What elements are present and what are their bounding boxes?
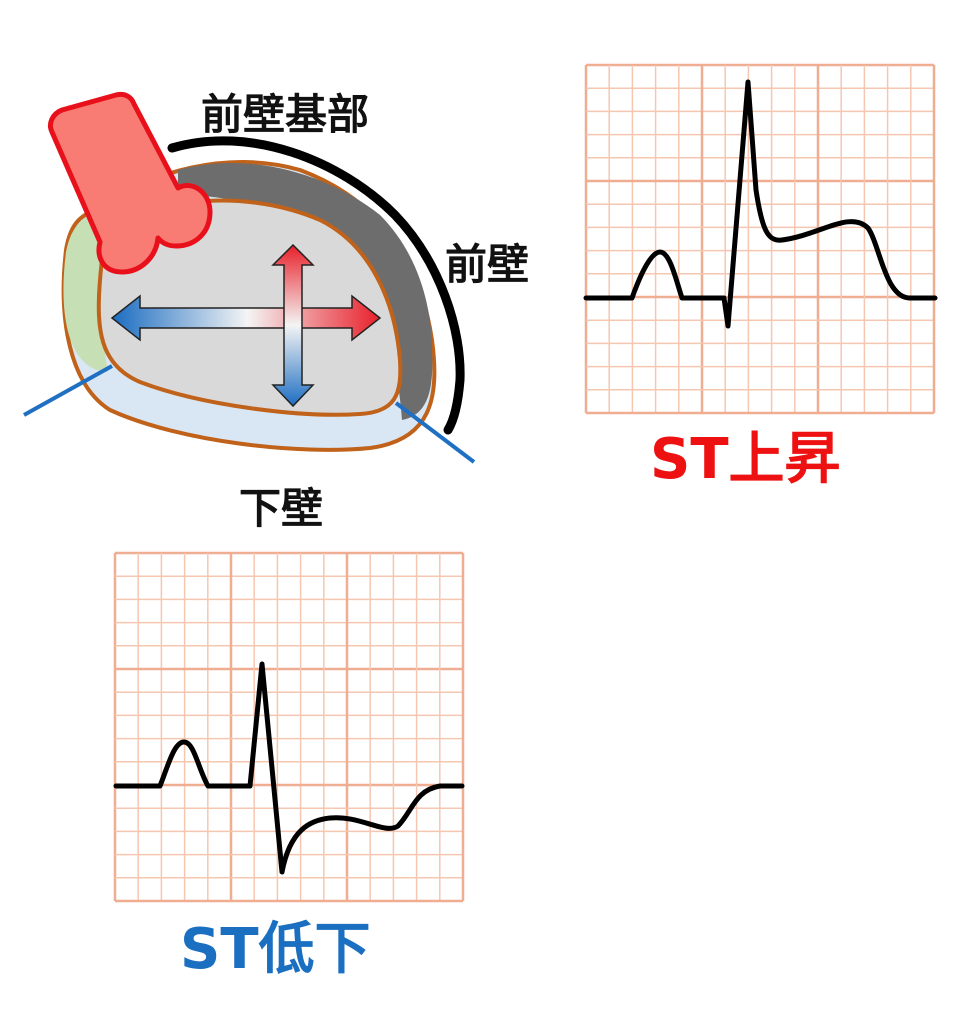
label-anterior-base: 前壁基部 <box>201 90 370 139</box>
probe-icon <box>47 91 213 275</box>
anterior-wall-band <box>178 162 433 421</box>
cross-arrows <box>110 243 382 408</box>
lead-line-right <box>394 401 476 464</box>
vertical-arrow <box>271 243 315 408</box>
ecg-trace-depression <box>113 661 465 875</box>
label-anterior-wall: 前壁 <box>445 240 530 289</box>
ecg-grid-elevation <box>584 63 936 415</box>
ecg-st-depression <box>113 551 465 903</box>
anterior-surface-arc <box>167 136 465 435</box>
label-inferior-wall: 下壁 <box>239 484 324 533</box>
caption-st-depression: ST低下 <box>180 917 371 982</box>
lead-line-left <box>23 364 113 417</box>
ecg-grid-depression <box>113 551 465 903</box>
caption-st-elevation: ST上昇 <box>650 427 841 492</box>
heart-diagram <box>23 91 476 464</box>
ecg-st-elevation <box>583 63 938 415</box>
ecg-trace-elevation <box>583 79 938 329</box>
horizontal-arrow <box>110 294 382 342</box>
